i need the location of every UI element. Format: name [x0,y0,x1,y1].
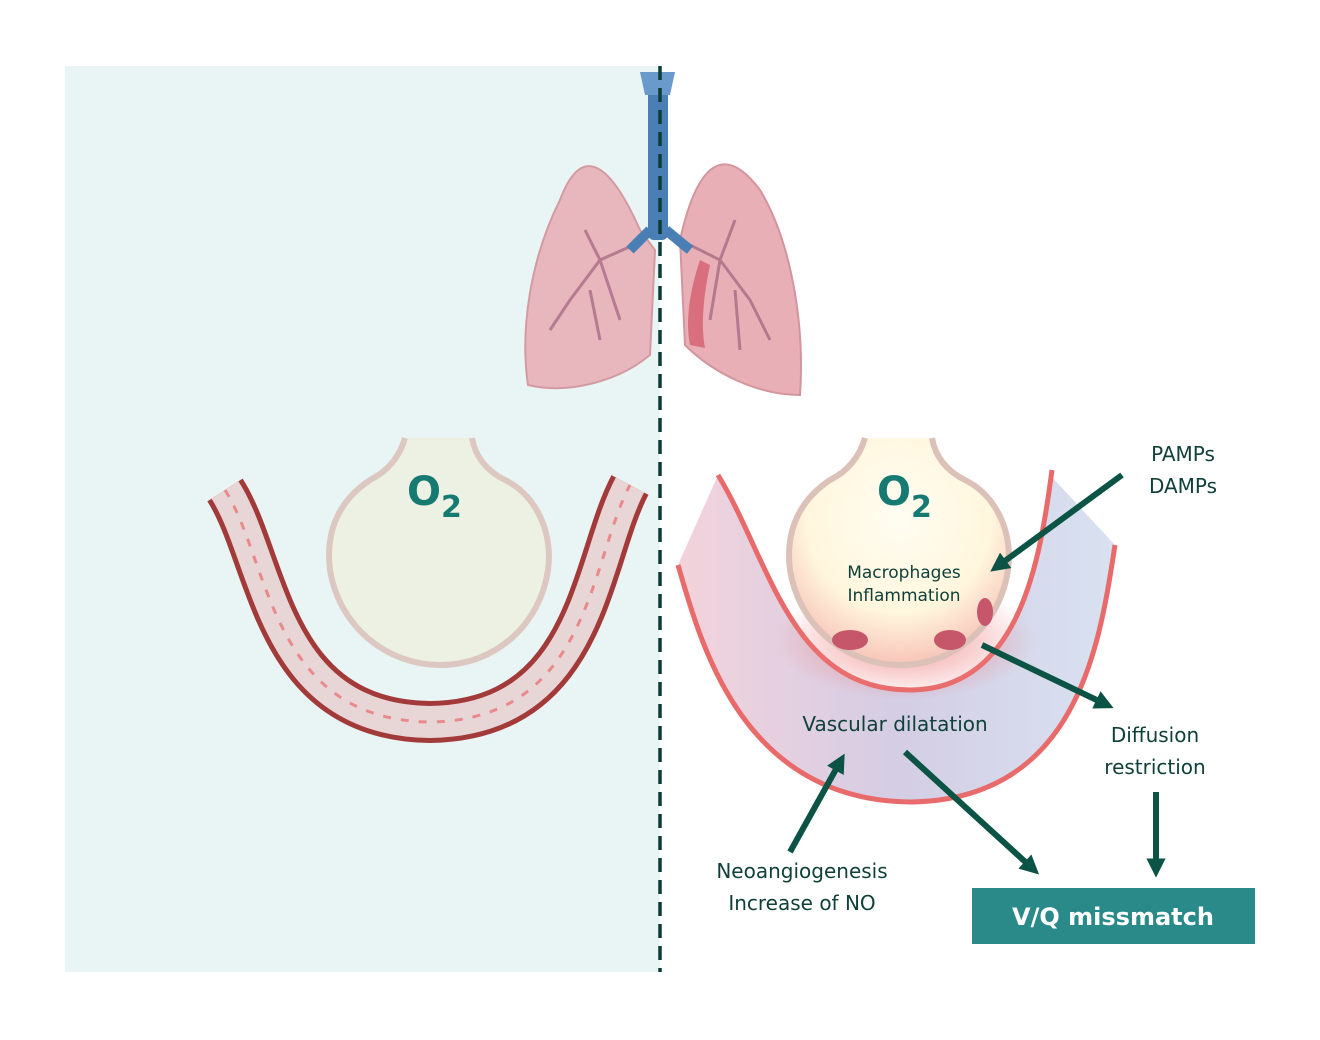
restriction-label: restriction [1104,755,1205,779]
increase-no-label: Increase of NO [728,891,875,915]
healthy-capillary [206,475,649,744]
macrophage [934,630,966,650]
vq-mismatch-label: V/Q missmatch [1012,903,1214,931]
inflamed-alveolus [786,437,1012,669]
neoangiogenesis-label: Neoangiogenesis [716,859,887,883]
arrow-pamps-to-alveolus [990,472,1124,572]
arrow-dilatation-to-vq [902,749,1040,875]
vq-mismatch-box [972,888,1255,944]
arrow-neo-to-dilatation [787,753,845,854]
macrophages-label: Macrophages [847,563,961,583]
inflammation-label: Inflammation [847,586,960,606]
vascular-dilatation-label: Vascular dilatation [802,712,987,736]
inflamed-o2-label: O2 [877,469,932,525]
diffusion-label: Diffusion [1111,723,1199,747]
healthy-alveolus [326,437,552,669]
arrow-alveolus-to-diffusion [980,642,1114,709]
macrophage [977,598,993,626]
damps-label: DAMPs [1149,474,1217,498]
lungs-illustration [524,72,802,397]
macrophage [832,630,868,650]
pamps-label: PAMPs [1151,442,1215,466]
trachea [648,80,668,240]
healthy-o2-label: O2 [407,469,462,525]
